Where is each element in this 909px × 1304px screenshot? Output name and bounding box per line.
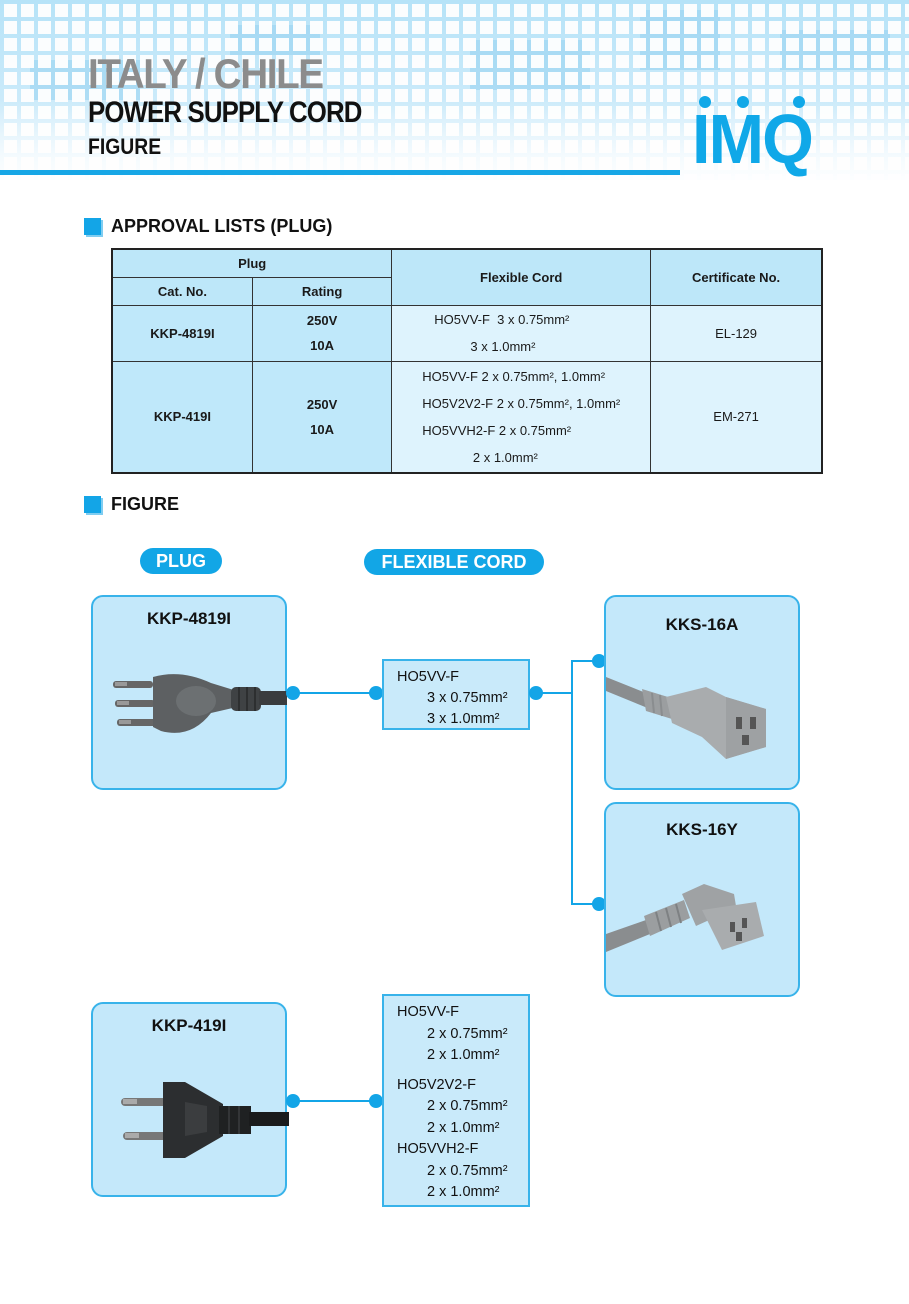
- banner-rule: [0, 170, 680, 175]
- header-plug: Plug: [111, 248, 393, 278]
- cord-size: 2 x 0.75mm²: [427, 1162, 508, 1179]
- cord-size: 2 x 1.0mm²: [427, 1119, 500, 1136]
- approval-section-heading: APPROVAL LISTS (PLUG): [84, 216, 332, 237]
- cord-size: 3 x 0.75mm²: [427, 690, 508, 706]
- header-title: POWER SUPPLY CORD: [88, 96, 362, 129]
- cord-spec: HO5VVH2-F 2 x 0.75mm²: [422, 422, 572, 438]
- header-certificate: Certificate No.: [650, 248, 823, 306]
- cell-rating: 250V 10A: [251, 304, 393, 362]
- cord-spec: HO5VV-F 3 x 0.75mm²: [434, 312, 570, 327]
- figure-section-title: FIGURE: [111, 494, 180, 514]
- italian-3-pin-plug-icon: [113, 674, 287, 733]
- cord-size: 2 x 0.75mm²: [427, 1098, 508, 1114]
- connector-line-vertical: [571, 660, 573, 905]
- cell-flexible-cord: HO5VV-F 2 x 0.75mm², 1.0mm² HO5V2V2-F 2 …: [391, 360, 652, 474]
- cord-spec: HO5VV-F 2 x 0.75mm², 1.0mm²: [422, 368, 606, 384]
- flexible-cord-pill-label: FLEXIBLE CORD: [364, 549, 544, 575]
- connector-dot: [286, 1094, 300, 1108]
- imq-logo: IMQ: [690, 92, 840, 180]
- connector-dot: [592, 654, 606, 668]
- 2-pin-europlug-icon: [121, 1082, 289, 1158]
- rating-current: 10A: [310, 338, 335, 353]
- section-bullet-icon: [84, 496, 101, 513]
- connector-line: [537, 692, 572, 694]
- table-header-row: Plug Flexible Cord Certificate No.: [111, 248, 823, 306]
- cord-type: HO5VV-F: [397, 1004, 460, 1020]
- logo-dot: [793, 96, 805, 108]
- table-subheader-row: Cat. No. Rating: [111, 276, 822, 306]
- cell-certificate: EL-129: [650, 304, 823, 362]
- cord-type: HO5V2V2-F: [397, 1076, 476, 1093]
- connector-line: [571, 660, 599, 662]
- plug-card-kkp-4819i: KKP-4819I: [91, 595, 287, 790]
- connector-name: KKS-16A: [665, 615, 739, 634]
- cord-spec: 3 x 1.0mm²: [434, 339, 536, 354]
- rating-voltage: 250V: [306, 313, 338, 328]
- table-row: KKP-4819I 250V 10A HO5VV-F 3 x 0.75mm² 3…: [111, 304, 823, 362]
- logo-text: IMQ: [692, 100, 814, 178]
- straight-iec-c13-connector-icon: [606, 677, 766, 759]
- header-cat-no: Cat. No.: [111, 276, 253, 306]
- approval-table: Plug Flexible Cord Certificate No. Cat. …: [111, 248, 823, 474]
- plug-name: KKP-419I: [151, 1016, 227, 1035]
- connector-card-kks-16y: KKS-16Y: [604, 802, 800, 997]
- cord-size: 2 x 1.0mm²: [427, 1047, 500, 1063]
- rating-voltage: 250V: [306, 396, 338, 412]
- cord-size: 2 x 0.75mm²: [427, 1025, 508, 1042]
- angled-iec-c13-connector-icon: [606, 884, 764, 952]
- cord-spec-box-2: HO5VV-F 2 x 0.75mm² 2 x 1.0mm² HO5V2V2-F…: [382, 994, 530, 1207]
- plug-pill-label: PLUG: [140, 548, 222, 574]
- section-bullet-icon: [84, 218, 101, 235]
- connector-dot: [286, 686, 300, 700]
- cell-flexible-cord: HO5VV-F 3 x 0.75mm² 3 x 1.0mm²: [391, 304, 652, 362]
- table-row: KKP-419I 250V 10A HO5VV-F 2 x 0.75mm², 1…: [111, 360, 823, 474]
- connector-dot: [369, 686, 383, 700]
- cell-cat-no: KKP-4819I: [111, 304, 253, 362]
- figure-section-heading: FIGURE: [84, 494, 179, 515]
- header-country: ITALY / CHILE: [88, 50, 324, 97]
- connector-line: [294, 692, 376, 694]
- cord-size: 2 x 1.0mm²: [427, 1184, 500, 1200]
- cell-rating: 250V 10A: [251, 360, 393, 474]
- connector-line: [571, 903, 599, 905]
- approval-section-title: APPROVAL LISTS (PLUG): [111, 216, 333, 236]
- connector-dot: [592, 897, 606, 911]
- connector-line: [294, 1100, 376, 1102]
- cell-cat-no: KKP-419I: [111, 360, 253, 474]
- plug-name: KKP-4819I: [146, 609, 232, 628]
- connector-card-kks-16a: KKS-16A: [604, 595, 800, 790]
- cord-size: 3 x 1.0mm²: [427, 711, 500, 727]
- cord-spec: 2 x 1.0mm²: [422, 449, 538, 465]
- rating-current: 10A: [310, 421, 335, 437]
- cord-type: HO5VVH2-F: [397, 1141, 479, 1157]
- connector-dot: [529, 686, 543, 700]
- cord-spec: HO5V2V2-F 2 x 0.75mm², 1.0mm²: [422, 395, 621, 411]
- connector-dot: [369, 1094, 383, 1108]
- cord-spec-box-1: HO5VV-F 3 x 0.75mm² 3 x 1.0mm²: [382, 659, 530, 730]
- cord-type: HO5VV-F: [397, 669, 460, 685]
- cell-certificate: EM-271: [650, 360, 823, 474]
- header-rating: Rating: [251, 276, 393, 306]
- logo-dot: [737, 96, 749, 108]
- header-flexible-cord: Flexible Cord: [391, 248, 652, 306]
- header-banner: ITALY / CHILE POWER SUPPLY CORD FIGURE I…: [0, 0, 909, 180]
- header-subtitle: FIGURE: [88, 134, 162, 159]
- banner-grid-pattern: [4, 4, 909, 180]
- plug-card-kkp-419i: KKP-419I: [91, 1002, 289, 1197]
- logo-dot: [699, 96, 711, 108]
- connector-name: KKS-16Y: [666, 820, 738, 839]
